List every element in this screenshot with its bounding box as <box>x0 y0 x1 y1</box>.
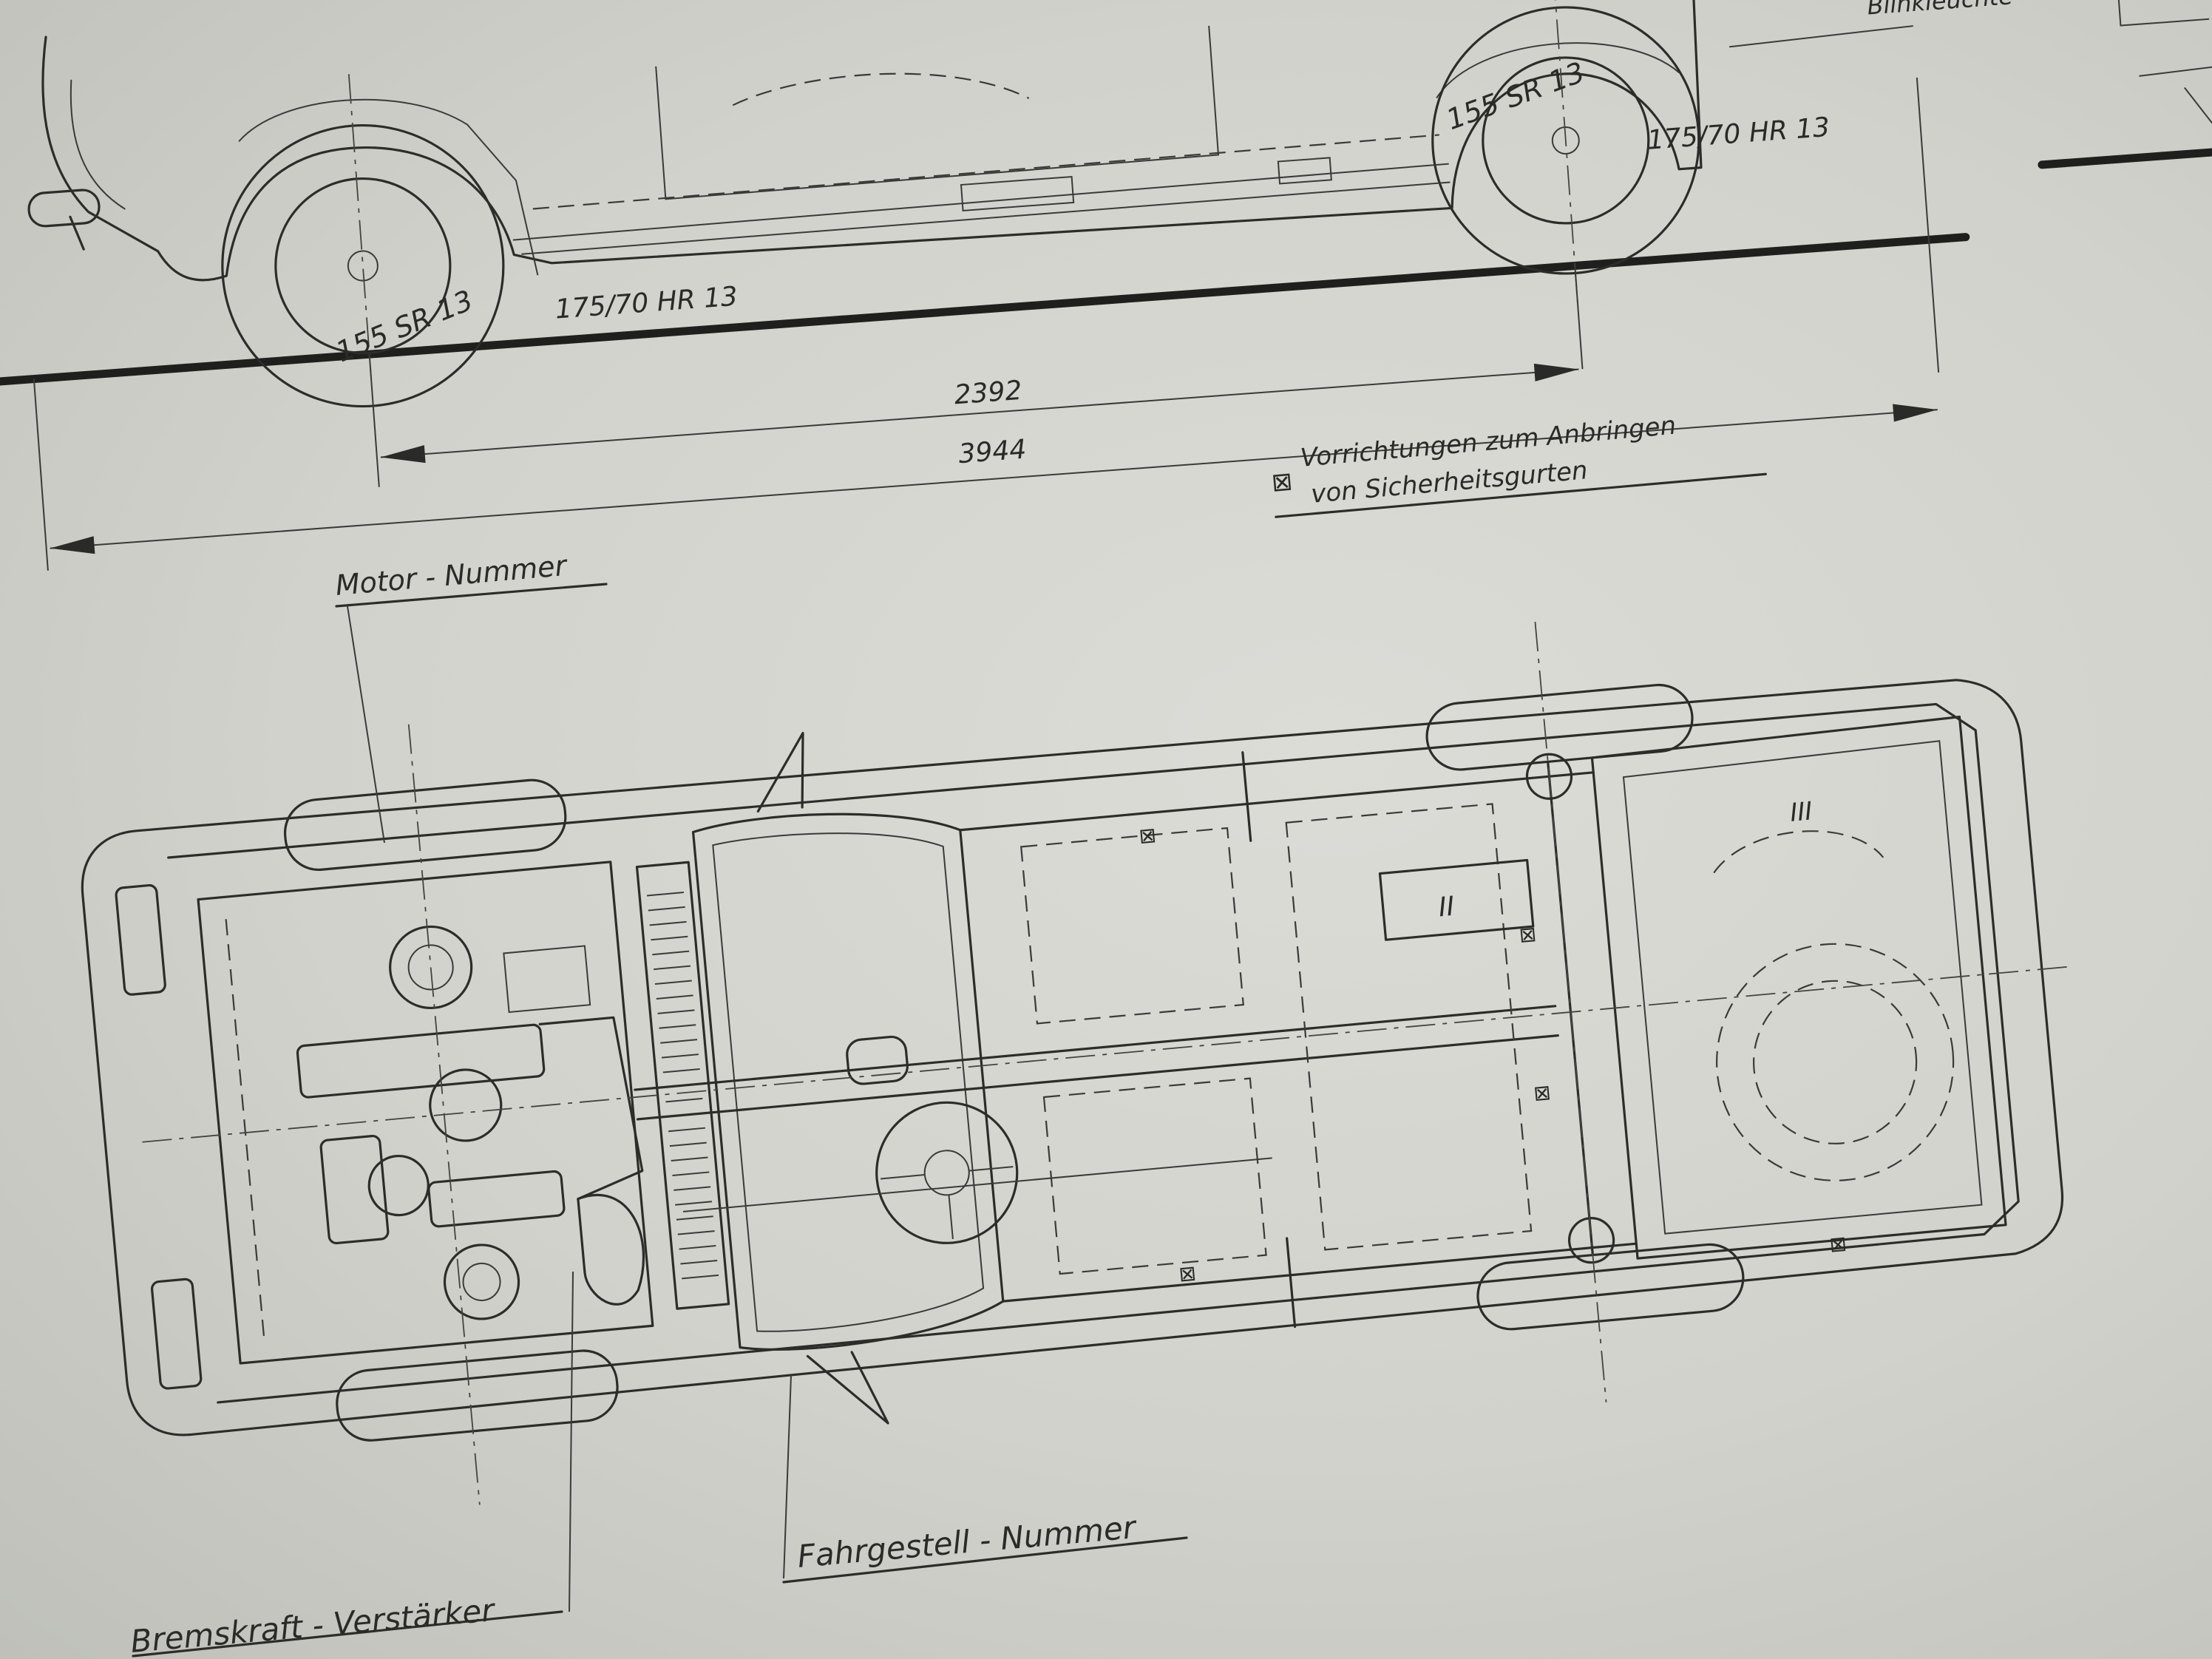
front-wheel-right <box>336 1349 619 1442</box>
b-pillar-right <box>1286 1237 1297 1329</box>
ground-line-side <box>0 233 1970 386</box>
label-fahrgestell-nummer: Fahrgestell - Nummer <box>796 1509 1139 1575</box>
b-pillar-left <box>1241 751 1252 842</box>
fuel-tank <box>1378 858 1535 941</box>
dimension-overall-length <box>33 77 1940 571</box>
label-wheelbase: 2392 <box>953 376 1022 411</box>
motor-nummer-callout: Motor - Nummer <box>334 549 608 844</box>
driveshaft <box>634 1005 1557 1091</box>
label-overall-length: 3944 <box>957 435 1027 470</box>
rear-compartment <box>1590 716 2007 1260</box>
plan-view: II III ⊠ ⊠ ⊠ ⊠ ⊠ <box>81 622 2072 1505</box>
front-lamp-left <box>115 883 166 996</box>
belt-anchor: ⊠ <box>1828 1231 1848 1257</box>
gear-lever <box>846 1035 909 1085</box>
front-seat-right <box>1042 1077 1267 1275</box>
spare-wheel <box>1716 943 1955 1181</box>
ground-line-rear-view <box>2038 147 2212 169</box>
front-lamp-right <box>150 1278 203 1390</box>
brake-booster <box>577 1193 645 1306</box>
rear-wheel-right <box>1476 1243 1745 1331</box>
steering-wheel <box>875 1101 1019 1244</box>
belt-anchor: ⊠ <box>1178 1261 1197 1286</box>
front-bumper-side <box>27 189 101 228</box>
rear-wheel-left <box>1425 683 1694 771</box>
rear-bench <box>1285 803 1533 1251</box>
side-body-outline <box>41 0 1703 282</box>
label-tank-3: III <box>1789 796 1814 828</box>
belt-anchor: ⊠ <box>1138 823 1157 849</box>
mirror-right <box>806 1351 889 1425</box>
label-bremskraft: Bremskraft - Verstärker <box>129 1592 498 1659</box>
belt-note: ⊠ Vorrichtungen zum Anbringen von Sicher… <box>1270 411 1767 518</box>
label-blinkleuchte: Blinkleuchte <box>1866 0 2014 21</box>
label-tire-rear-alt: 175/70 HR 13 <box>1646 112 1831 156</box>
front-seat-left <box>1020 827 1244 1025</box>
plan-body-outline <box>81 679 2064 1436</box>
mirror-left <box>756 731 804 813</box>
label-tire-rear: 155 SR 13 <box>1442 55 1589 136</box>
label-tire-front-alt: 175/70 HR 13 <box>554 282 739 325</box>
belt-anchor: ⊠ <box>1518 922 1537 948</box>
front-wheel-left <box>283 778 567 872</box>
dimension-wheelbase <box>368 265 1584 487</box>
belt-note-marker: ⊠ <box>1270 467 1294 498</box>
label-motor-nummer: Motor - Nummer <box>334 549 569 602</box>
belt-anchor: ⊠ <box>1533 1080 1552 1106</box>
engine-bay <box>197 861 654 1365</box>
side-view: 155 SR 13 175/70 HR 13 155 SR 13 175/70 … <box>0 0 2212 571</box>
label-tank-2: II <box>1437 892 1456 923</box>
fahrgestell-nummer-callout: Fahrgestell - Nummer <box>782 1374 1188 1584</box>
